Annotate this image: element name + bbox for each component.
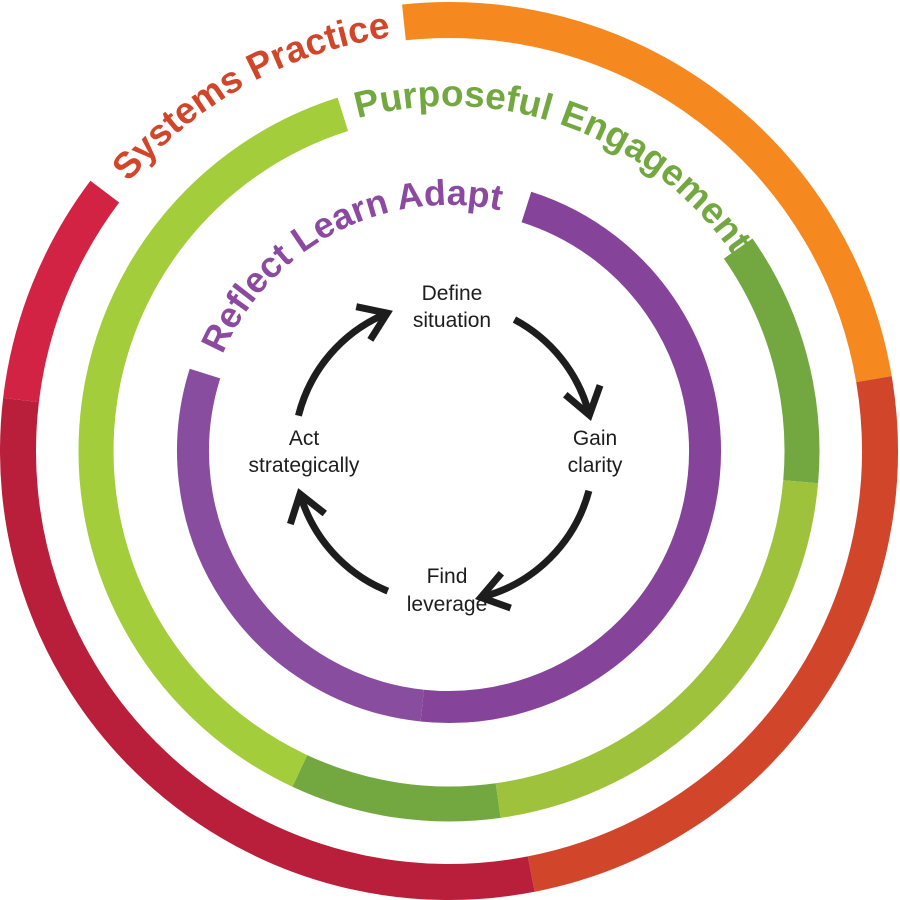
systems-practice-segment-1 — [402, 2, 892, 383]
arrow-gain-to-find-head-icon — [474, 571, 512, 612]
arrow-define-to-gain-head-icon — [563, 384, 604, 422]
step-gain-line1: Gain — [573, 427, 617, 450]
step-find-leverage: Find leverage — [407, 565, 488, 616]
arrow-find-to-act-head-icon — [287, 488, 327, 526]
step-define-line2: situation — [413, 309, 491, 332]
purposeful-engagement-segment-3 — [292, 754, 501, 822]
cycle-arrows — [287, 303, 604, 612]
step-gain-line2: clarity — [568, 454, 623, 477]
reflect-learn-adapt-segment-1 — [420, 191, 721, 724]
step-gain-clarity: Gain clarity — [568, 427, 623, 477]
arrow-define-to-gain-shaft — [512, 316, 593, 415]
step-act-line1: Act — [289, 427, 320, 450]
arrow-find-to-act-shaft — [297, 494, 390, 595]
reflect-learn-adapt-segment-2 — [177, 368, 424, 722]
step-define-situation: Define situation — [413, 282, 491, 332]
arrow-act-to-define-head-icon — [355, 303, 393, 342]
systems-practice-segment-3 — [0, 397, 535, 900]
step-act-strategically: Act strategically — [249, 427, 360, 477]
ring-purposeful-engagement — [78, 97, 820, 822]
purposeful-engagement-segment-2 — [495, 480, 819, 818]
arrow-gain-to-find-shaft — [481, 489, 593, 601]
systems-practice-segment-2 — [527, 376, 898, 892]
step-find-line2: leverage — [407, 593, 488, 616]
step-find-line1: Find — [427, 565, 468, 588]
step-act-line2: strategically — [249, 454, 360, 477]
step-define-line1: Define — [422, 282, 483, 305]
systems-practice-segment-4 — [3, 180, 120, 403]
arrow-act-to-define-shaft — [295, 310, 387, 417]
ring-reflect-learn-adapt — [177, 191, 721, 724]
purposeful-engagement-segment-4 — [78, 97, 349, 787]
purposeful-engagement-segment-1 — [723, 238, 820, 484]
